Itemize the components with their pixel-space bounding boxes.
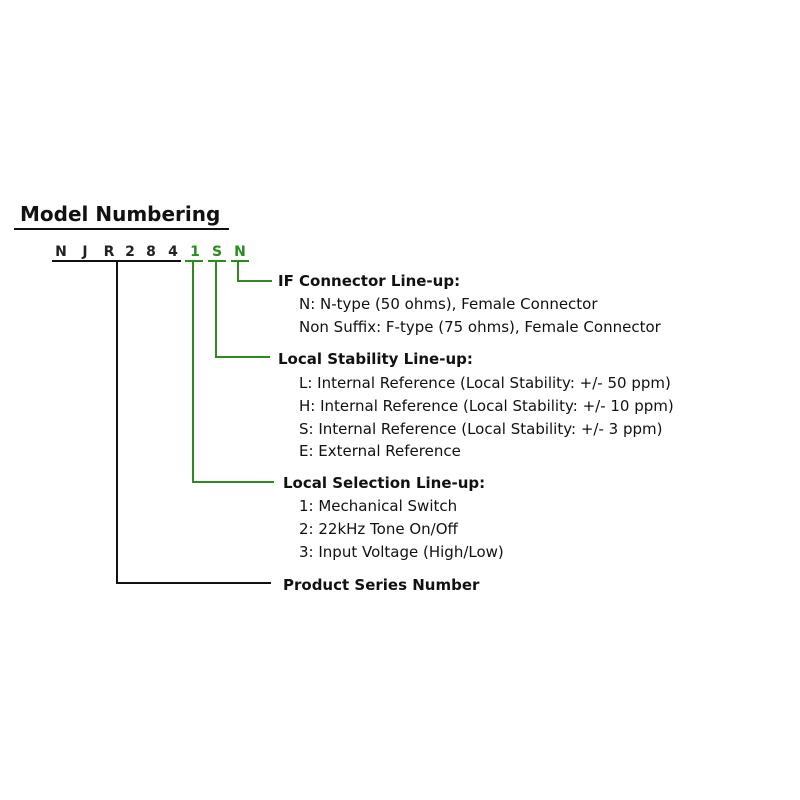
product-series-connector-line [116, 261, 271, 584]
model-char-8: 8 [146, 244, 156, 260]
model-char-2: 2 [125, 244, 135, 260]
product-series-heading: Product Series Number [283, 576, 480, 594]
local-selection-item: 1: Mechanical Switch [299, 497, 457, 515]
model-char-n: N [55, 244, 67, 260]
local-stability-item: H: Internal Reference (Local Stability: … [299, 397, 674, 415]
local-selection-section: Local Selection Line-up: 1: Mechanical S… [283, 474, 504, 561]
local-stability-item: S: Internal Reference (Local Stability: … [299, 420, 662, 438]
model-char-r: R [104, 244, 115, 260]
model-char-j: J [81, 244, 87, 260]
model-char-if-connector: N [234, 244, 246, 260]
local-stability-section: Local Stability Line-up: L: Internal Ref… [278, 350, 674, 460]
diagram-title: Model Numbering [20, 202, 220, 226]
model-number: N J R 2 8 4 1 S N [55, 244, 246, 260]
product-series-section: Product Series Number [283, 576, 480, 594]
if-connector-section: IF Connector Line-up: N: N-type (50 ohms… [278, 272, 662, 336]
if-connector-heading: IF Connector Line-up: [278, 272, 460, 290]
local-stability-item: E: External Reference [299, 442, 461, 460]
local-stability-heading: Local Stability Line-up: [278, 350, 473, 368]
local-stability-connector-line [215, 261, 270, 358]
model-char-local-stability: S [212, 244, 222, 260]
local-selection-connector-line [192, 261, 274, 483]
local-selection-item: 2: 22kHz Tone On/Off [299, 520, 459, 538]
model-char-4: 4 [168, 244, 178, 260]
local-selection-item: 3: Input Voltage (High/Low) [299, 543, 504, 561]
if-connector-connector-line [237, 261, 272, 282]
model-char-local-selection: 1 [190, 244, 200, 260]
local-stability-item: L: Internal Reference (Local Stability: … [299, 374, 671, 392]
local-selection-heading: Local Selection Line-up: [283, 474, 485, 492]
if-connector-item: N: N-type (50 ohms), Female Connector [299, 295, 598, 313]
if-connector-item: Non Suffix: F-type (75 ohms), Female Con… [299, 318, 662, 336]
